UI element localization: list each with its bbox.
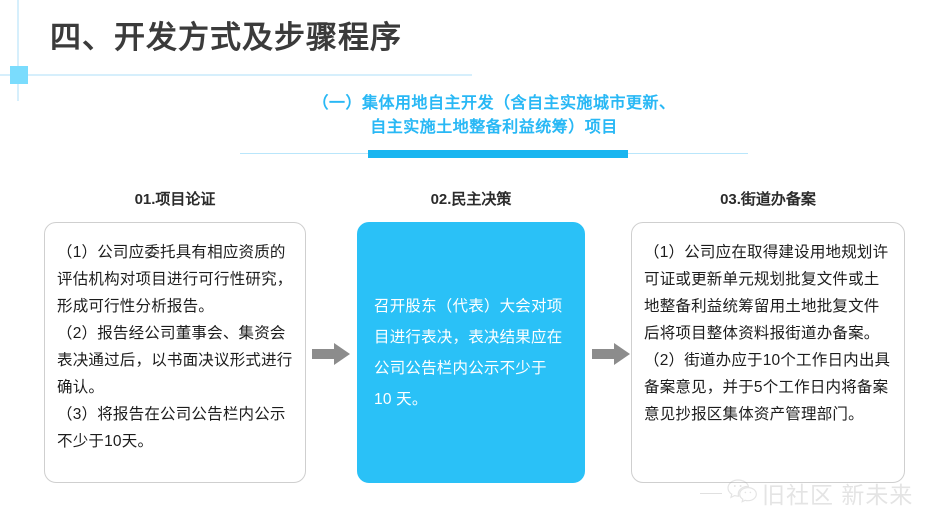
arrow-step1-to-step2 [312,343,350,365]
step-card-1[interactable]: （1）公司应委托具有相应资质的评估机构对项目进行可行性研究，形成可行性分析报告。… [44,222,306,483]
step-card-1-body: （1）公司应委托具有相应资质的评估机构对项目进行可行性研究，形成可行性分析报告。… [45,223,305,455]
step-card-2[interactable]: 召开股东（代表）大会对项目进行表决，表决结果应在公司公告栏内公示不少于 10 天… [357,222,585,483]
watermark-text: 旧社区 新未来 [762,482,914,508]
step-header-1: 01.项目论证 [134,191,216,208]
page-title: 四、开发方式及步骤程序 [50,20,402,55]
step-card-1-paragraph-3: （3）将报告在公司公告栏内公示不少于10天。 [57,406,286,450]
step-header-3: 03.街道办备案 [720,191,816,208]
step-card-2-body: 召开股东（代表）大会对项目进行表决，表决结果应在公司公告栏内公示不少于 10 天… [358,223,584,482]
decorative-vertical-line [17,0,19,101]
step-card-3[interactable]: （1）公司应在取得建设用地规划许可证或更新单元规划批复文件或土地整备利益统筹留用… [631,222,905,483]
step-header-2: 02.民主决策 [430,191,512,208]
divider-accent-bar [368,150,628,158]
step-card-3-paragraph-2: （2）街道办应于10个工作日内出具备案意见，并于5个工作日内将备案意见抄报区集体… [644,352,891,423]
decorative-square [10,66,28,84]
subtitle-divider [240,150,748,158]
step-card-3-body: （1）公司应在取得建设用地规划许可证或更新单元规划批复文件或土地整备利益统筹留用… [632,223,904,428]
wechat-icon [727,478,757,509]
watermark-dash [700,492,722,494]
step-card-3-paragraph-1: （1）公司应在取得建设用地规划许可证或更新单元规划批复文件或土地整备利益统筹留用… [644,244,889,342]
step-card-2-paragraph-1: 召开股东（代表）大会对项目进行表决，表决结果应在公司公告栏内公示不少于 10 天… [374,297,563,408]
watermark: 旧社区 新未来 [700,474,922,512]
arrow-step2-to-step3 [592,343,630,365]
decorative-horizontal-line [0,74,472,76]
section-subtitle: （一）集体用地自主开发（含自主实施城市更新、 自主实施土地整备利益统筹）项目 [240,92,748,140]
section-subtitle-line-1: （一）集体用地自主开发（含自主实施城市更新、 [312,95,676,112]
step-card-1-paragraph-2: （2）报告经公司董事会、集资会表决通过后，以书面决议形式进行确认。 [57,325,293,396]
step-card-1-paragraph-1: （1）公司应委托具有相应资质的评估机构对项目进行可行性研究，形成可行性分析报告。 [57,244,293,315]
section-subtitle-line-2: 自主实施土地整备利益统筹）项目 [370,119,618,136]
